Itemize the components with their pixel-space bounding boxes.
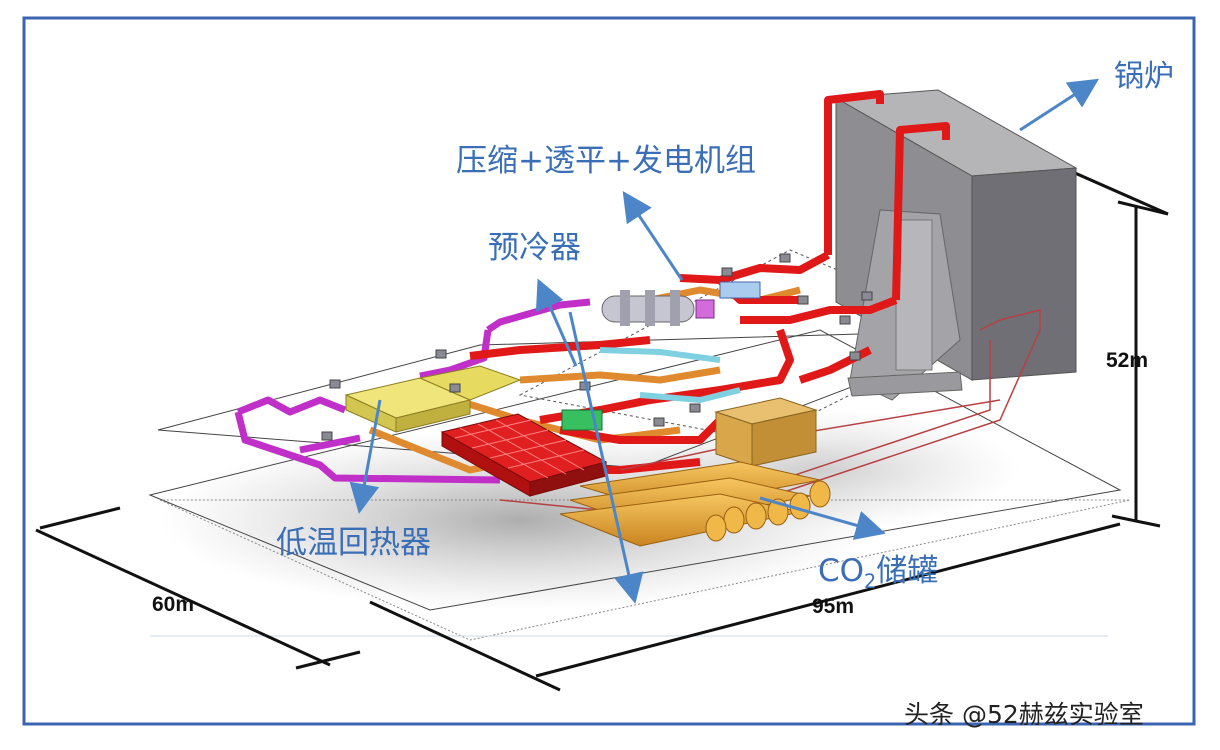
compressor-turbine [601, 281, 761, 326]
arrow-precooler-up [535, 278, 578, 367]
label-co2-suffix: 储罐 [876, 553, 939, 589]
purple-pipes [234, 298, 591, 484]
arrow-recuperator-down [349, 399, 382, 514]
tan-block [714, 397, 818, 467]
cyan-pipes [599, 347, 741, 404]
label-precooler: 预冷器 [488, 230, 581, 266]
label-co2-tanks: CO2储罐 [818, 553, 939, 594]
arrow-co2 [759, 496, 886, 540]
watermark: 头条 @52赫兹实验室 [904, 700, 1144, 729]
outer-frame [22, 16, 1196, 726]
red-heat-exchanger-grid [454, 419, 585, 479]
arrow-precooler-down [568, 311, 644, 604]
dimension-length: 95m [812, 595, 855, 618]
annotation-arrows [349, 78, 1100, 604]
arrow-compressor [622, 191, 684, 281]
arrow-boiler [1019, 78, 1100, 132]
label-boiler: 锅炉 [1114, 59, 1174, 94]
label-co2-prefix: CO [818, 553, 865, 589]
dimension-width: 60m [152, 593, 195, 616]
boiler [834, 89, 1078, 401]
low-temp-recuperator [344, 365, 522, 433]
label-co2-subscript: 2 [864, 570, 877, 594]
dimension-lines [35, 116, 1169, 692]
label-low-temp-recuperator: 低温回热器 [276, 525, 431, 561]
dimension-height: 52m [1106, 349, 1149, 372]
valves [321, 253, 873, 441]
label-compressor-turbine-generator: 压缩+透平+发电机组 [456, 143, 756, 179]
